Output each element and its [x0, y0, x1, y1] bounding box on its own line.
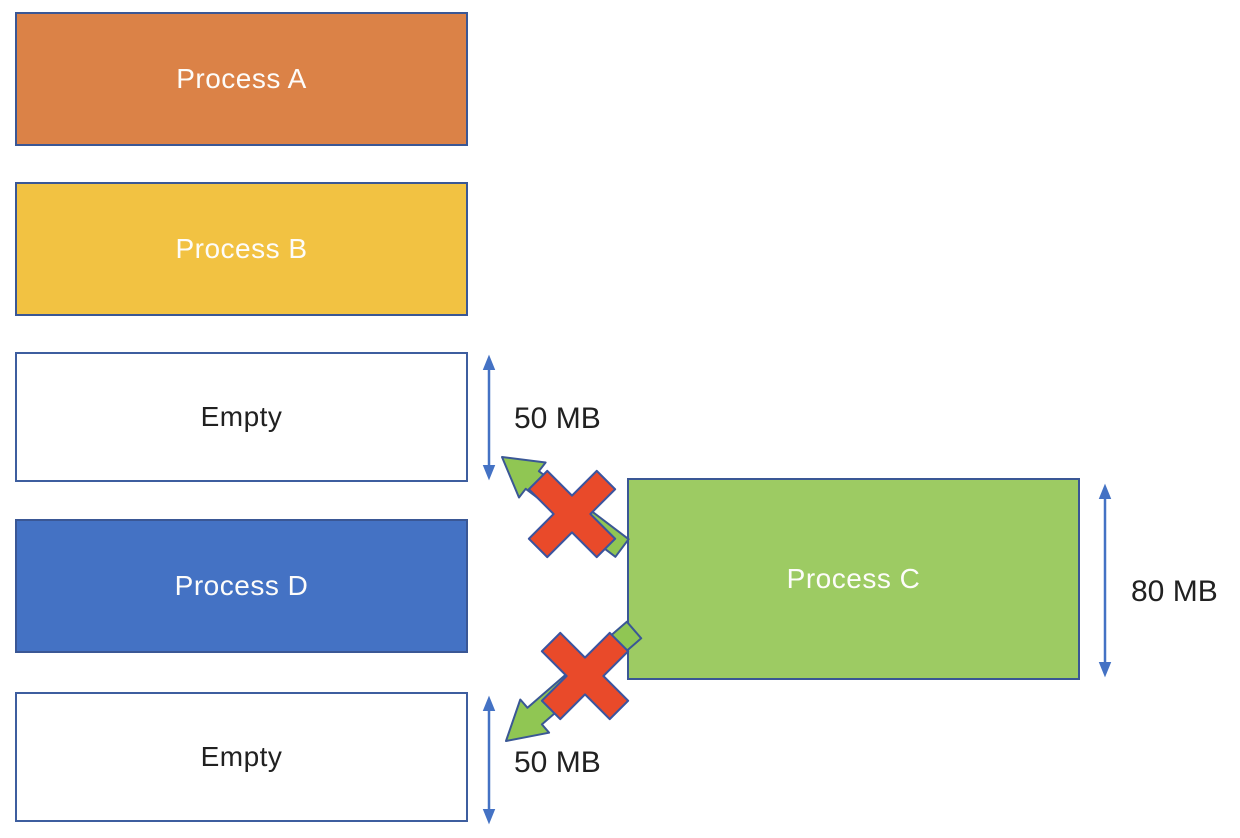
memory-block-process-a: Process A [15, 12, 468, 146]
process-b-label: Process B [175, 233, 308, 264]
memory-block-empty-top: Empty [15, 352, 468, 482]
memory-block-process-c: Process C [627, 478, 1080, 680]
process-a-label: Process A [176, 63, 307, 94]
memory-block-process-d: Process D [15, 519, 468, 653]
height-arrow-empty-bottom-icon [482, 695, 496, 825]
move-arrow-to-empty-bottom-icon [505, 620, 643, 742]
empty-top-label: Empty [200, 401, 283, 432]
empty-bottom-label: Empty [200, 741, 283, 772]
size-label-process-c: 80 MB [1131, 575, 1218, 608]
cross-mark-top-icon [527, 469, 617, 559]
move-arrow-to-empty-top-icon [501, 456, 630, 558]
size-label-empty-top: 50 MB [514, 402, 601, 435]
height-arrow-empty-top-icon [482, 354, 496, 481]
height-arrow-process-c-icon [1098, 483, 1112, 678]
process-d-label: Process D [174, 570, 309, 601]
memory-block-empty-bottom: Empty [15, 692, 468, 822]
size-label-empty-bottom: 50 MB [514, 746, 601, 779]
memory-block-process-b: Process B [15, 182, 468, 316]
process-c-label: Process C [786, 563, 921, 594]
